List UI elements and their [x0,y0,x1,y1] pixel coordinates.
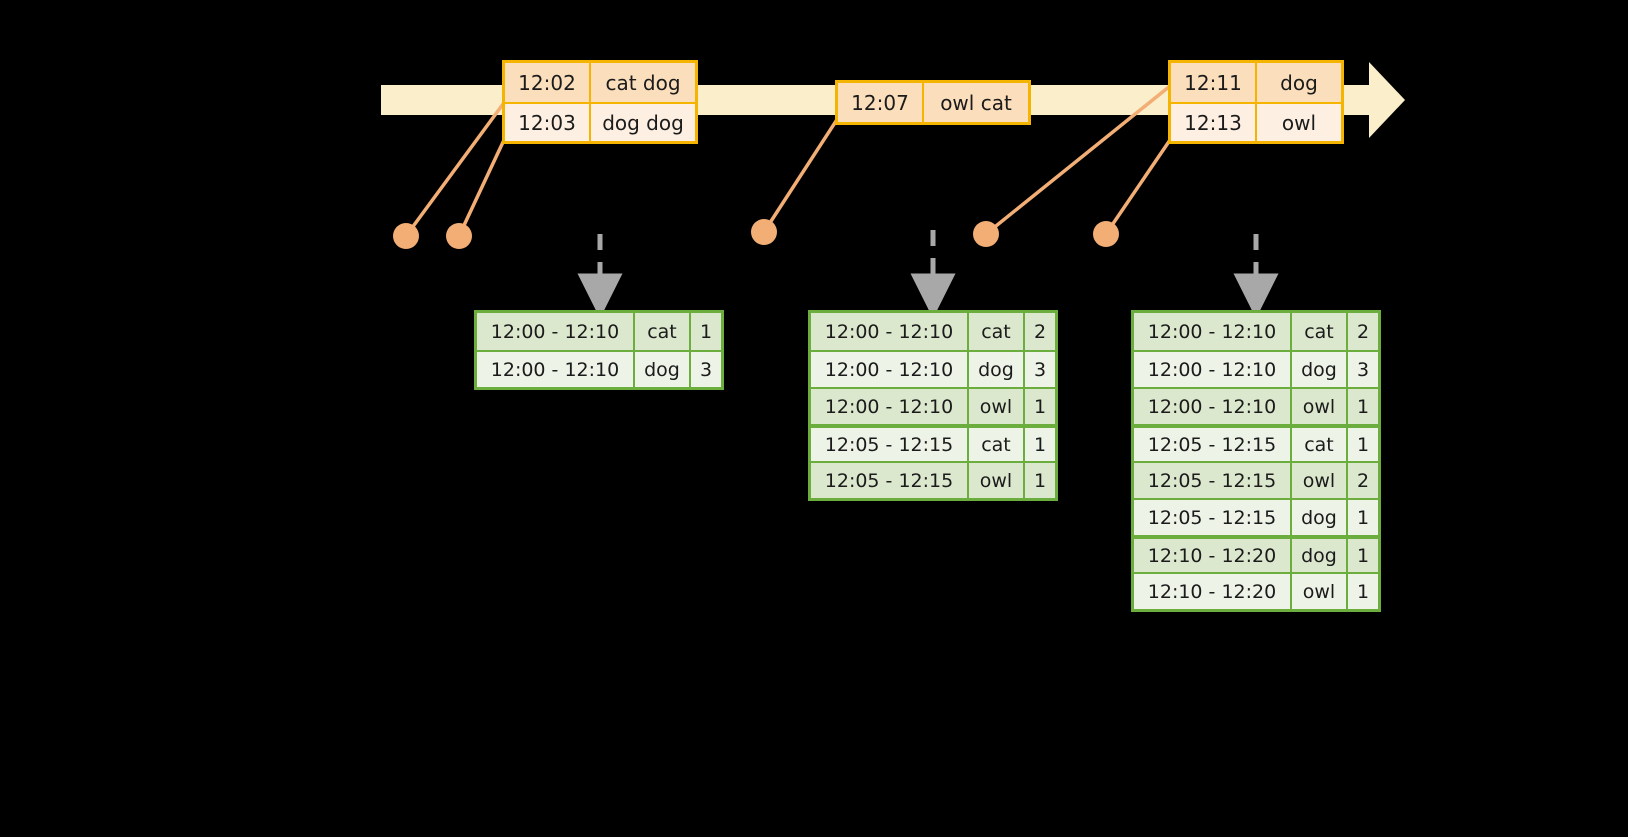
event-words: dog dog [591,104,695,141]
cell-window: 12:10 - 12:20 [1134,539,1292,572]
event-dot-5 [1093,221,1119,247]
cell-word: owl [1292,574,1348,609]
event-dot-1 [393,223,419,249]
cell-count: 1 [1348,389,1378,424]
cell-word: dog [1292,500,1348,535]
event-dots [393,219,1119,249]
cell-word: owl [969,389,1025,424]
event-time: 12:11 [1171,63,1257,102]
cell-word: owl [969,463,1025,498]
cell-count: 1 [1348,574,1378,609]
event-dot-4 [973,221,999,247]
cell-window: 12:00 - 12:10 [811,389,969,424]
cell-word: cat [1292,428,1348,461]
event-time: 12:02 [505,63,591,102]
cell-window: 12:05 - 12:15 [1134,428,1292,461]
cell-count: 3 [691,352,721,387]
cell-count: 3 [1025,352,1055,387]
cell-window: 12:00 - 12:10 [477,352,635,387]
cell-word: cat [969,313,1025,350]
cell-window: 12:00 - 12:10 [811,313,969,350]
cell-word: cat [1292,313,1348,350]
cell-window: 12:00 - 12:10 [477,313,635,350]
event-dot-2 [446,223,472,249]
cell-window: 12:05 - 12:15 [811,428,969,461]
event-words: owl [1257,104,1341,141]
cell-count: 2 [1348,463,1378,498]
event-words: cat dog [591,63,695,102]
cell-count: 1 [1348,428,1378,461]
cell-count: 2 [1348,313,1378,350]
cell-word: cat [969,428,1025,461]
cell-count: 1 [1348,539,1378,572]
event-time: 12:07 [838,83,924,122]
cell-count: 2 [1025,313,1055,350]
cell-window: 12:00 - 12:10 [811,352,969,387]
connector-line-2 [457,138,506,238]
event-row[interactable]: 12:03 dog dog [505,102,695,141]
event-row[interactable]: 12:13 owl [1171,102,1341,141]
cell-word: dog [1292,539,1348,572]
cell-window: 12:10 - 12:20 [1134,574,1292,609]
cell-window: 12:00 - 12:10 [1134,313,1292,350]
event-row[interactable]: 12:11 dog [1171,63,1341,102]
cell-window: 12:00 - 12:10 [1134,389,1292,424]
cell-count: 1 [1025,389,1055,424]
event-dot-3 [751,219,777,245]
event-group-1[interactable]: 12:02 cat dog 12:03 dog dog [502,60,698,144]
cell-count: 1 [1025,428,1055,461]
cell-window: 12:05 - 12:15 [1134,500,1292,535]
cell-window: 12:00 - 12:10 [1134,352,1292,387]
event-time: 12:13 [1171,104,1257,141]
cell-word: dog [969,352,1025,387]
cell-count: 1 [691,313,721,350]
cell-count: 3 [1348,352,1378,387]
cell-word: dog [635,352,691,387]
cell-word: owl [1292,389,1348,424]
cell-word: dog [1292,352,1348,387]
cell-word: cat [635,313,691,350]
cell-count: 1 [1025,463,1055,498]
event-group-2[interactable]: 12:07 owl cat [835,80,1031,125]
cell-window: 12:05 - 12:15 [1134,463,1292,498]
cell-word: owl [1292,463,1348,498]
event-words: dog [1257,63,1341,102]
cell-window: 12:05 - 12:15 [811,463,969,498]
event-time: 12:03 [505,104,591,141]
event-row[interactable]: 12:07 owl cat [838,83,1028,122]
connector-line-5 [1104,138,1172,236]
cell-count: 1 [1348,500,1378,535]
event-row[interactable]: 12:02 cat dog [505,63,695,102]
event-words: owl cat [924,83,1028,122]
connector-line-1 [404,98,508,238]
dashed-arrows [577,230,1279,319]
connector-line-3 [762,116,840,234]
event-group-3[interactable]: 12:11 dog 12:13 owl [1168,60,1344,144]
